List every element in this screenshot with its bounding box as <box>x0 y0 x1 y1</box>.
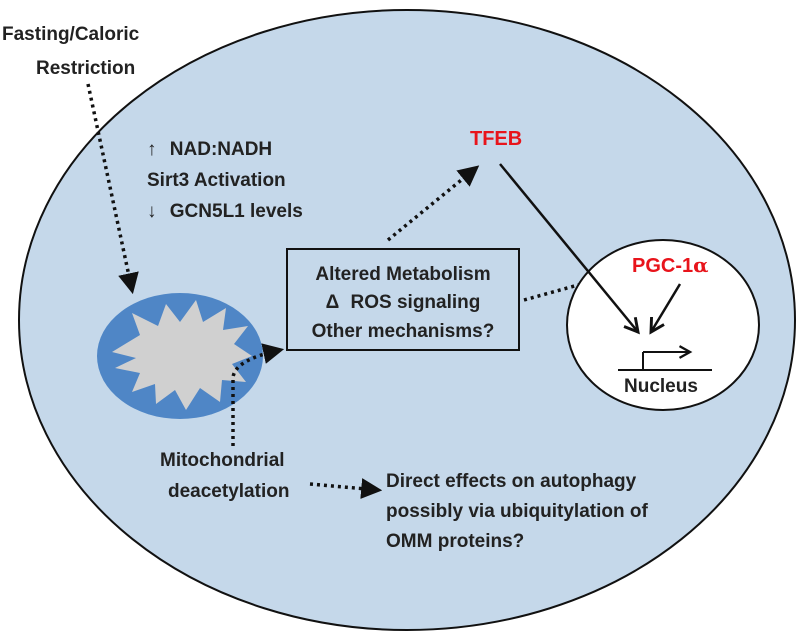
mechanisms-line-3: Other mechanisms? <box>312 321 495 342</box>
promoter-symbol <box>618 352 712 371</box>
direct-effects-line-2: possibly via ubiquitylation of <box>386 501 648 522</box>
effects-line-1: ↑ NAD:NADH <box>147 139 272 160</box>
down-arrow-icon: ↓ <box>147 201 157 222</box>
nad-ratio-label: NAD:NADH <box>170 139 272 160</box>
mitochondrion-cristae <box>112 300 252 410</box>
direct-effects-line-1: Direct effects on autophagy <box>386 471 637 492</box>
gcn5l1-label: GCN5L1 levels <box>170 201 303 222</box>
pgc1a-label: PGC-1α <box>632 253 709 277</box>
deacetylation-to-mechanisms-arrow <box>231 343 285 446</box>
mechanisms-line-2: Δ ROS signaling <box>326 292 481 313</box>
alpha-symbol: α <box>693 253 708 277</box>
ros-label: ROS signaling <box>351 292 481 313</box>
fasting-label-line1: Fasting/Caloric <box>2 24 140 45</box>
delta-symbol: Δ <box>326 292 340 313</box>
nucleus-label: Nucleus <box>624 376 698 397</box>
mechanisms-line-1: Altered Metabolism <box>315 264 490 285</box>
deacetylation-line-1: Mitochondrial <box>160 450 285 471</box>
pgc-to-promoter-arrow <box>651 283 682 332</box>
effects-line-3: ↓ GCN5L1 levels <box>147 201 303 222</box>
pgc1a-prefix: PGC-1 <box>632 255 693 277</box>
effects-line-2: Sirt3 Activation <box>147 170 286 191</box>
direct-effects-line-3: OMM proteins? <box>386 531 524 552</box>
mitochondrion <box>97 293 263 419</box>
deacetylation-to-direct-effects-arrow <box>309 478 383 499</box>
mechanisms-box <box>286 248 520 351</box>
fasting-to-mitochondrion-arrow <box>86 83 139 295</box>
fasting-label-line2: Restriction <box>36 58 135 79</box>
tfeb-to-promoter-arrow <box>499 163 638 332</box>
mechanisms-to-tfeb-arrow <box>386 165 480 242</box>
tfeb-label: TFEB <box>470 128 522 150</box>
deacetylation-line-2: deacetylation <box>168 481 289 502</box>
up-arrow-icon: ↑ <box>147 139 157 160</box>
